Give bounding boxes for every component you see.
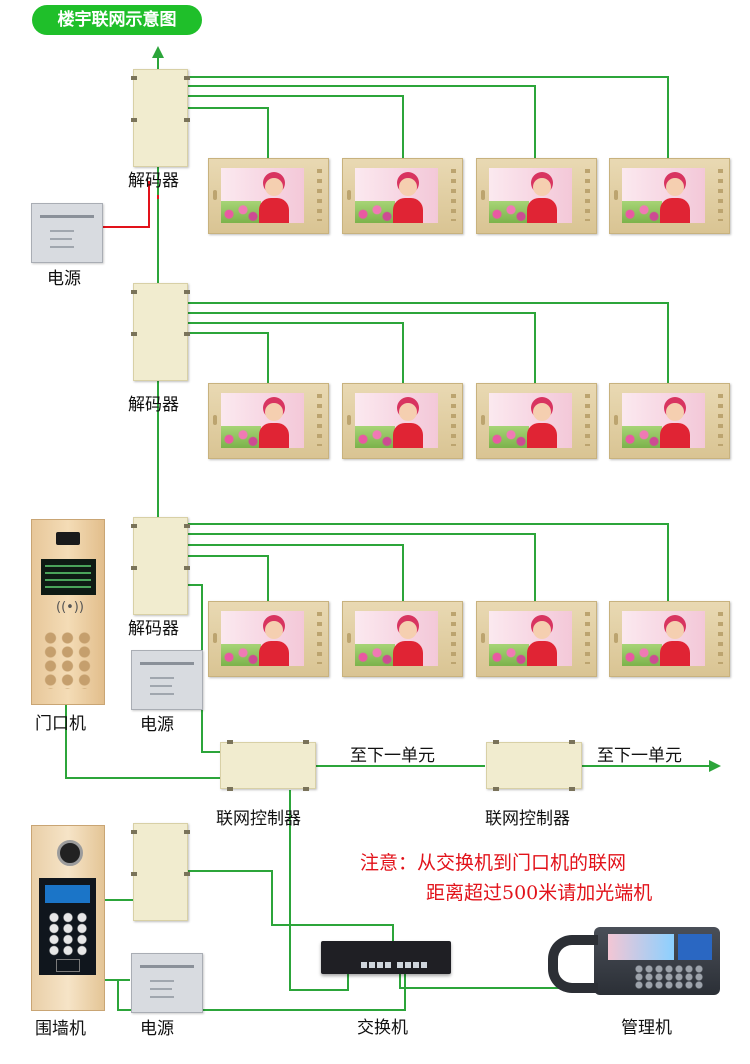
wall-unit-label: 围墙机 <box>35 1019 86 1039</box>
decoder-2 <box>131 283 190 381</box>
network-controller-2-label: 联网控制器 <box>485 809 570 829</box>
diagram-title: 楼宇联网示意图 <box>32 5 202 35</box>
management-console <box>548 919 720 995</box>
decoder-3 <box>131 517 190 615</box>
decoder-2-label: 解码器 <box>128 395 179 415</box>
wall-unit <box>31 825 105 1011</box>
indoor-monitor <box>342 158 463 234</box>
decoder-3-label: 解码器 <box>128 619 179 639</box>
indoor-monitor <box>476 158 597 234</box>
power-supply-3-label: 电源 <box>140 1019 174 1039</box>
indoor-monitor <box>208 601 329 677</box>
to-next-unit-label-1: 至下一单元 <box>350 746 435 766</box>
door-unit: ((•)) <box>31 519 105 705</box>
power-supply-2 <box>131 650 203 710</box>
network-controller-1 <box>220 740 316 791</box>
power-wire-1 <box>101 181 150 228</box>
decoder-1-label: 解码器 <box>128 171 179 191</box>
arrow-up-icon <box>152 46 164 58</box>
power-supply-1-label: 电源 <box>47 269 81 289</box>
indoor-monitor <box>208 383 329 459</box>
note-line-2: 距离超过500米请加光端机 <box>426 882 653 904</box>
power-supply-2-label: 电源 <box>140 715 174 735</box>
decoder-4 <box>131 823 190 921</box>
power-supply-3 <box>131 953 203 1013</box>
management-console-label: 管理机 <box>621 1018 672 1038</box>
to-next-unit-label-2: 至下一单元 <box>597 746 682 766</box>
network-controller-2 <box>486 740 582 791</box>
indoor-monitor <box>609 158 730 234</box>
arrow-right-icon <box>709 760 721 772</box>
indoor-monitor <box>342 383 463 459</box>
indoor-monitor <box>476 601 597 677</box>
indoor-monitor <box>609 601 730 677</box>
network-controller-1-label: 联网控制器 <box>216 809 301 829</box>
decoder-1 <box>131 69 190 167</box>
network-switch-label: 交换机 <box>357 1018 408 1038</box>
door-unit-label: 门口机 <box>35 714 86 734</box>
network-switch <box>321 941 451 974</box>
indoor-monitor <box>476 383 597 459</box>
indoor-monitor <box>208 158 329 234</box>
indoor-monitor <box>342 601 463 677</box>
power-supply-1 <box>31 203 103 263</box>
note-line-1: 注意：从交换机到门口机的联网 <box>360 852 627 874</box>
indoor-monitor <box>609 383 730 459</box>
